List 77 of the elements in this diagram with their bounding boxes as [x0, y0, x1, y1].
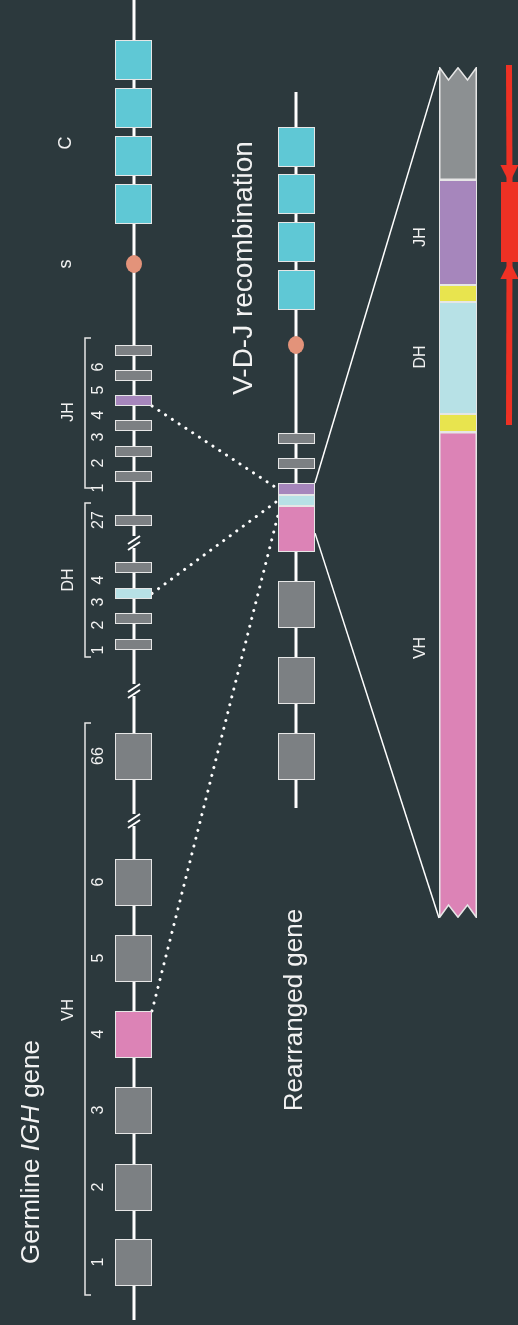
segment-number: 4 — [90, 575, 106, 585]
segment-box — [115, 345, 152, 356]
segment-box — [115, 88, 152, 128]
segment-bar — [439, 180, 477, 285]
segment-number: 2 — [90, 1182, 106, 1192]
segment-box — [278, 458, 315, 469]
segment-box — [115, 420, 152, 431]
marker-bar — [501, 182, 518, 262]
segment-number: 2 — [90, 620, 106, 630]
segment-bar — [439, 302, 477, 414]
segment-box — [115, 859, 152, 906]
segment-box — [115, 1011, 152, 1058]
segment-box — [278, 270, 315, 310]
segment-box — [115, 370, 152, 381]
segment-box — [115, 471, 152, 482]
segment-box — [115, 136, 152, 176]
segment-bar — [439, 67, 477, 180]
segment-box — [115, 588, 152, 599]
segment-number: 5 — [90, 953, 106, 963]
segment-box — [278, 433, 315, 444]
segment-box — [278, 506, 315, 552]
segment-box — [115, 40, 152, 80]
segment-box — [115, 733, 152, 780]
segment-number: 1 — [90, 645, 106, 655]
segment-box — [278, 483, 315, 495]
segment-bar — [439, 432, 477, 918]
segment-box — [278, 174, 315, 214]
segment-number: 1 — [90, 1257, 106, 1267]
segment-number: 4 — [90, 410, 106, 420]
arrow — [500, 261, 518, 425]
segment-bar — [439, 414, 477, 432]
segment-box — [278, 222, 315, 262]
segment-label: DH — [60, 568, 76, 592]
segment-box — [115, 639, 152, 650]
segment-box — [278, 581, 315, 628]
gene-title: Germline IGH gene — [17, 1040, 43, 1264]
segment-box — [115, 184, 152, 224]
segment-label: VH — [412, 636, 428, 660]
segment-box — [115, 1164, 152, 1211]
segment-box — [278, 733, 315, 780]
process-title: V-D-J recombination — [229, 141, 257, 395]
dotted-connector — [150, 499, 280, 595]
segment-number: 27 — [90, 511, 106, 529]
segment-number: 6 — [90, 877, 106, 887]
segment-label: C — [56, 136, 74, 150]
dotted-connector — [150, 513, 280, 1013]
circle-marker — [288, 336, 304, 354]
segment-number: 6 — [90, 362, 106, 372]
segment-box — [115, 1087, 152, 1134]
segment-box — [115, 395, 152, 406]
segment-number: 2 — [90, 458, 106, 468]
segment-bar — [439, 285, 477, 302]
segment-box — [278, 495, 315, 506]
gene-title: Rearranged gene — [280, 908, 306, 1112]
segment-box — [115, 515, 152, 526]
segment-number: 4 — [90, 1029, 106, 1039]
segment-box — [115, 935, 152, 982]
segment-label: s — [56, 259, 74, 269]
segment-number: 5 — [90, 385, 106, 395]
segment-box — [115, 446, 152, 457]
arrow — [500, 65, 518, 183]
segment-number: 66 — [90, 747, 106, 765]
segment-number: 3 — [90, 1105, 106, 1115]
segment-box — [115, 1239, 152, 1286]
segment-box — [115, 613, 152, 624]
segment-number: 1 — [90, 483, 106, 493]
segment-label: JH — [60, 402, 76, 422]
zoom-line — [314, 532, 440, 919]
circle-marker — [126, 255, 142, 273]
segment-label: JH — [412, 227, 428, 247]
segment-label: DH — [412, 345, 428, 369]
segment-number: 3 — [90, 597, 106, 607]
segment-number: 3 — [90, 432, 106, 442]
segment-box — [278, 657, 315, 704]
segment-box — [115, 562, 152, 573]
segment-box — [278, 127, 315, 167]
segment-label: VH — [60, 998, 76, 1022]
